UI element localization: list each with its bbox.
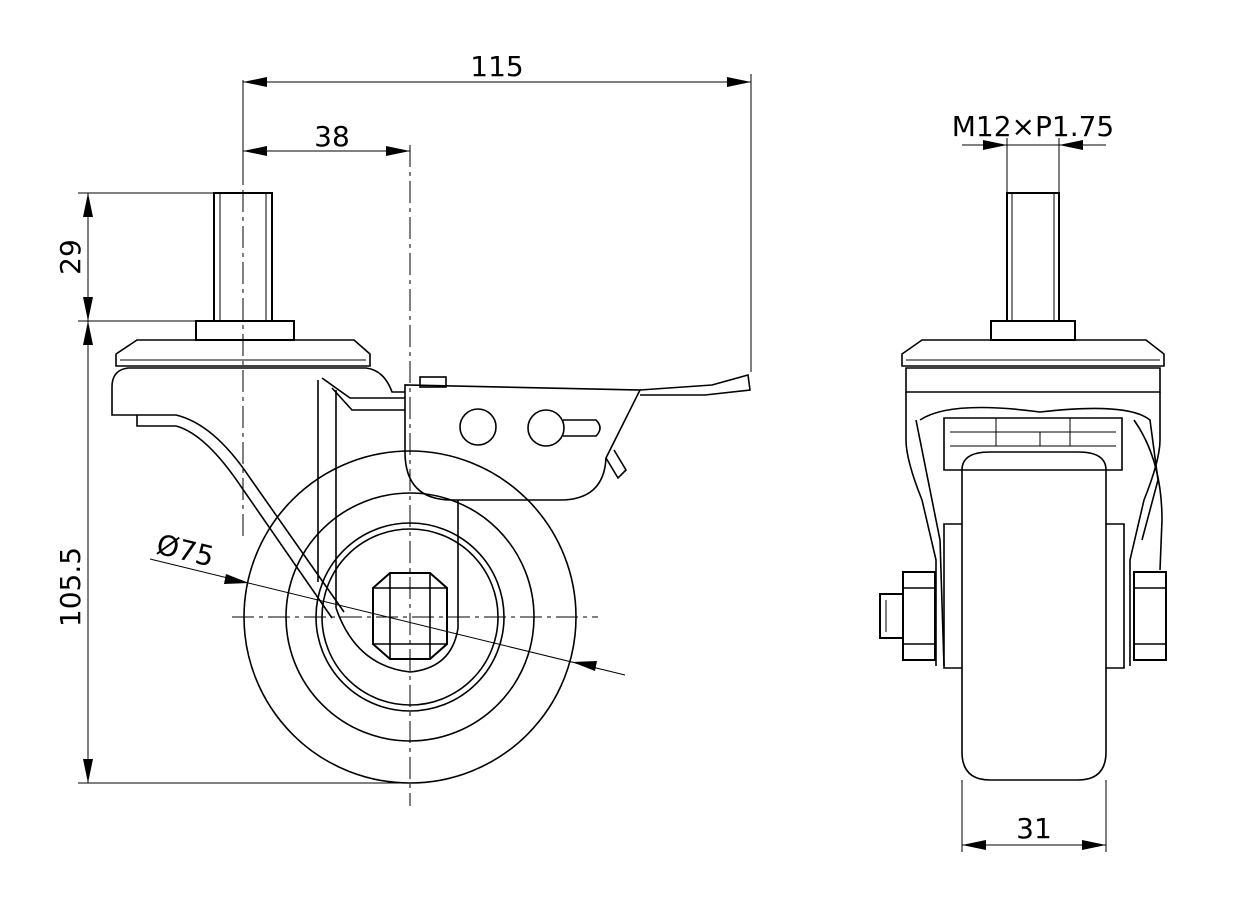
dimension-overall-length-label: 115 — [470, 50, 523, 83]
side-top-plate — [115, 320, 371, 367]
dimension-stem-height-label: 29 — [54, 239, 87, 275]
side-brake-body — [321, 373, 751, 501]
side-fork-leg — [317, 380, 459, 673]
side-center-lines — [232, 145, 598, 806]
dimension-wheel-width: 31 — [961, 780, 1107, 852]
front-wheel — [943, 451, 1125, 781]
dimension-stem-offset-label: 38 — [314, 120, 350, 153]
front-threaded-stem — [990, 192, 1076, 341]
front-axle-nut-left — [879, 571, 936, 661]
side-swivel-housing — [111, 367, 405, 619]
dimension-stem-height: 29 — [54, 192, 214, 322]
dimension-total-height: 105.5 — [54, 321, 410, 784]
side-view: 115 38 29 105.5 — [54, 50, 752, 806]
dimension-total-height-label: 105.5 — [54, 547, 87, 627]
dimension-thread-label: M12×P1.75 — [952, 110, 1114, 143]
front-fork — [905, 392, 1163, 667]
dimension-wheel-width-label: 31 — [1016, 812, 1052, 845]
front-view: M12×P1.75 31 — [879, 110, 1167, 852]
front-top-plate — [901, 339, 1165, 393]
dimension-overall-length: 115 — [242, 50, 752, 372]
front-axle-nut-right — [1133, 571, 1167, 661]
dimension-thread: M12×P1.75 — [952, 110, 1114, 193]
dimension-wheel-diameter-label: Ø75 — [153, 528, 217, 574]
dimension-stem-offset: 38 — [243, 120, 410, 156]
